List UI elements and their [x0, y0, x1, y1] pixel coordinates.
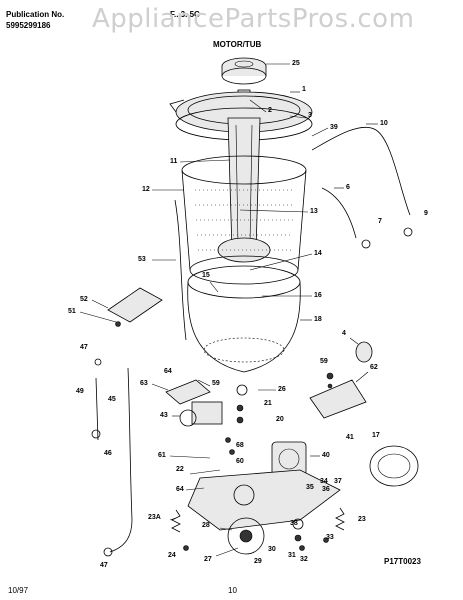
callout-25: 25 — [292, 60, 300, 67]
hardware-fasteners — [94, 358, 334, 551]
callout-31: 31 — [288, 552, 296, 559]
drain-hose-part — [321, 187, 357, 239]
footer-date: 10/97 — [8, 586, 29, 595]
callout-68: 68 — [236, 442, 244, 449]
callout-16: 16 — [314, 292, 322, 299]
callout-41: 41 — [346, 434, 354, 441]
callout-32: 32 — [300, 556, 308, 563]
callout-35: 35 — [306, 484, 314, 491]
callout-1: 1 — [302, 86, 306, 93]
callout-14: 14 — [314, 250, 322, 257]
callout-39: 39 — [330, 124, 338, 131]
callout-64-top: 64 — [164, 368, 172, 375]
callout-63: 63 — [140, 380, 148, 387]
diagram-code: P17T0023 — [384, 557, 421, 566]
motor-shield-part — [309, 379, 367, 419]
callout-38: 38 — [290, 520, 298, 527]
callout-23: 23 — [358, 516, 366, 523]
callout-46: 46 — [104, 450, 112, 457]
callout-3: 3 — [308, 112, 312, 119]
callout-53: 53 — [138, 256, 146, 263]
callout-9: 9 — [424, 210, 428, 217]
callout-49: 49 — [76, 388, 84, 395]
leader-lines — [79, 63, 378, 557]
watermark-text: AppliancePartsPros.com — [92, 4, 415, 34]
fill-hose-part — [311, 126, 411, 216]
callout-28: 28 — [202, 522, 210, 529]
callout-26: 26 — [278, 386, 286, 393]
callout-18: 18 — [314, 316, 322, 323]
callout-64-bottom: 64 — [176, 486, 184, 493]
callout-23a: 23A — [148, 514, 161, 521]
footer-page-number: 10 — [228, 586, 237, 595]
wash-basket-part — [181, 155, 307, 285]
callout-22: 22 — [176, 466, 184, 473]
callout-2: 2 — [268, 107, 272, 114]
callout-21: 21 — [264, 400, 272, 407]
callout-20: 20 — [276, 416, 284, 423]
drive-belt-part — [369, 445, 419, 487]
callout-47-top: 47 — [80, 344, 88, 351]
publication-number: 5995299186 — [6, 21, 51, 30]
callout-33: 33 — [326, 534, 334, 541]
callout-6: 6 — [346, 184, 350, 191]
callout-10: 10 — [380, 120, 388, 127]
callout-62: 62 — [370, 364, 378, 371]
agitator-cap-part — [221, 57, 267, 85]
callout-29: 29 — [254, 558, 262, 565]
callout-17: 17 — [372, 432, 380, 439]
section-title: MOTOR/TUB — [213, 40, 262, 49]
callout-30: 30 — [268, 546, 276, 553]
callout-11: 11 — [170, 158, 178, 165]
callout-60: 60 — [236, 458, 244, 465]
callout-13: 13 — [310, 208, 318, 215]
callout-61: 61 — [158, 452, 166, 459]
callout-43: 43 — [160, 412, 168, 419]
callout-15: 15 — [202, 272, 210, 279]
callout-59-right: 59 — [320, 358, 328, 365]
callout-51: 51 — [68, 308, 76, 315]
callout-36: 36 — [322, 486, 330, 493]
callout-12: 12 — [142, 186, 150, 193]
publication-label: Publication No. — [6, 10, 65, 19]
callout-47-bottom: 47 — [100, 562, 108, 569]
callout-7: 7 — [378, 218, 382, 225]
callout-34: 34 — [320, 478, 328, 485]
callout-24: 24 — [168, 552, 176, 559]
callout-40: 40 — [322, 452, 330, 459]
callout-45: 45 — [108, 396, 116, 403]
callout-37: 37 — [334, 478, 342, 485]
outer-tub-part — [187, 265, 301, 373]
drive-pulley-part — [227, 517, 265, 555]
callout-4: 4 — [342, 330, 346, 337]
model-number: F...3..5C — [170, 10, 200, 19]
callout-52: 52 — [80, 296, 88, 303]
mounting-plate-part — [187, 469, 341, 531]
callout-59-left: 59 — [212, 380, 220, 387]
callout-27: 27 — [204, 556, 212, 563]
